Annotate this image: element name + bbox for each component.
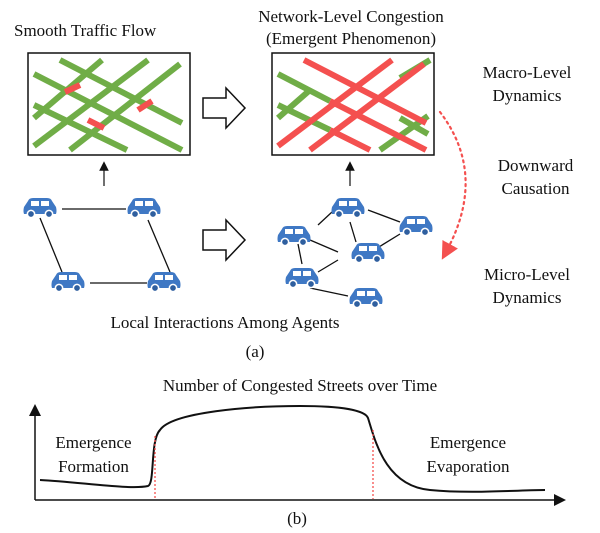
car-icon (398, 215, 434, 237)
red-roads (276, 57, 428, 153)
formation-label-line2: Formation (58, 457, 129, 476)
congestion-title-line1: Network-Level Congestion (258, 7, 444, 26)
downward-causation-arrow (438, 110, 467, 260)
smooth-traffic-title: Smooth Traffic Flow (14, 21, 157, 40)
downward-label-line2: Causation (501, 179, 570, 198)
congestion-title-line2: (Emergent Phenomenon) (265, 29, 437, 48)
car-icon (146, 271, 182, 293)
congestion-timeline-plot (29, 404, 566, 506)
congestion-curve (39, 404, 546, 493)
agent-network-right (276, 197, 434, 309)
congested-network (271, 52, 435, 156)
macro-label-line1: Macro-Level (482, 63, 572, 82)
car-icon (330, 197, 366, 219)
transition-arrow-top (202, 86, 247, 130)
sublabel-a: (a) (245, 342, 265, 361)
micro-label-line1: Micro-Level (484, 265, 570, 284)
car-icon (22, 197, 58, 219)
evaporation-label-line2: Evaporation (426, 457, 510, 476)
car-icon (350, 242, 386, 264)
car-icon (276, 225, 312, 247)
local-interactions-caption: Local Interactions Among Agents (110, 313, 340, 332)
agent-network-left (22, 197, 182, 293)
timeline-title: Number of Congested Streets over Time (162, 376, 438, 395)
smooth-traffic-network (27, 52, 191, 156)
red-road-segments (63, 82, 154, 131)
evaporation-label-line1: Emergence (429, 433, 507, 452)
transition-arrow-bottom (202, 218, 247, 262)
formation-label-line1: Emergence (55, 433, 132, 452)
car-icon (126, 197, 162, 219)
micro-label-line2: Dynamics (492, 288, 562, 307)
car-icon (50, 271, 86, 293)
downward-label-line1: Downward (497, 156, 574, 175)
sublabel-b: (b) (287, 509, 307, 528)
car-icon (348, 287, 384, 309)
macro-label-line2: Dynamics (492, 86, 562, 105)
car-icon (284, 267, 320, 289)
